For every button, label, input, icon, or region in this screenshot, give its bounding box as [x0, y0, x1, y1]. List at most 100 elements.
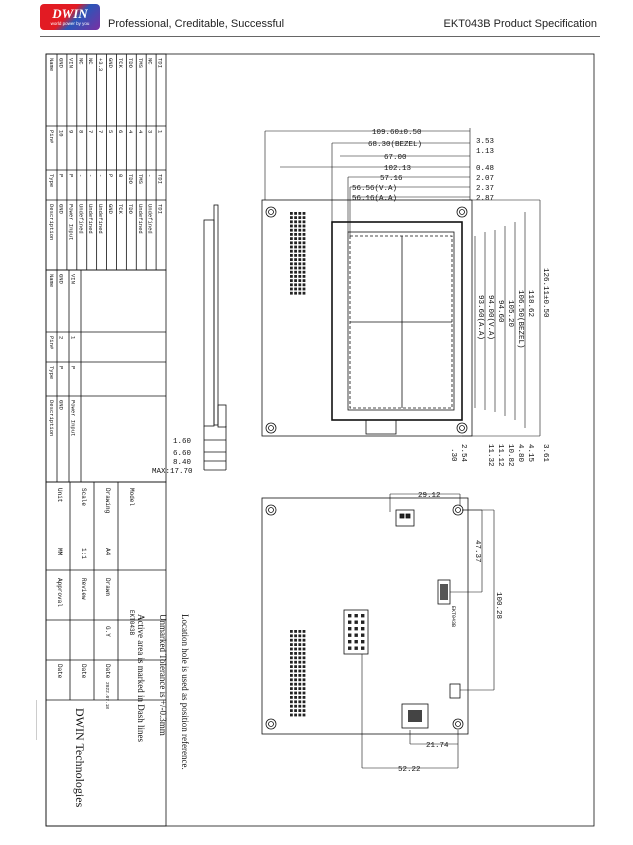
connector-pin [294, 212, 297, 215]
pin-table-1-cell: TDO [127, 58, 134, 69]
connector-pin [354, 627, 358, 631]
connector-pin [298, 696, 302, 699]
dim-bot-4737: 47.37 [473, 540, 481, 563]
dim-side-max: MAX:17.70 [152, 468, 193, 476]
connector-pin [302, 254, 306, 257]
connector-pin [294, 656, 297, 660]
tb-drawing-label: Drawing [104, 488, 111, 514]
tb-scale-label: Scale [80, 488, 87, 506]
connector-pin [290, 682, 293, 686]
connector-pin [294, 258, 297, 261]
dim-b480: 4.80 [516, 444, 524, 463]
pin-table-1-cell: 8 [77, 130, 84, 133]
connector-pin [294, 241, 297, 245]
dim-w102: 102.13 [384, 165, 412, 173]
connector-pin [294, 700, 297, 704]
dim-b254: 2.54 [459, 444, 467, 463]
dim-b1132: 11.32 [486, 444, 494, 467]
connector-pin [294, 233, 297, 236]
connector-pin [290, 665, 293, 668]
connector-pin [290, 233, 293, 236]
connector-pin [298, 262, 302, 266]
connector-pin [302, 660, 306, 664]
pin-table-1-cell: NC [77, 58, 84, 65]
connector-pin [298, 713, 302, 717]
connector-pin [302, 674, 306, 677]
pin-table-1-cell: P [58, 174, 65, 177]
pin-table-1-cell: Undefined [137, 204, 144, 234]
connector-pin [298, 652, 302, 655]
connector-pin [294, 669, 297, 673]
connector-pin [354, 614, 358, 618]
connector-pin [290, 652, 293, 655]
connector-pin [361, 620, 365, 624]
pin-table-1-cell: 5 [107, 130, 114, 133]
dim-b361: 3.61 [541, 444, 549, 463]
connector-pin [298, 634, 302, 638]
connector-pin [302, 212, 306, 215]
pin-table-1-cell: 3 [147, 130, 154, 133]
pin-table-1-cell: 4 [127, 130, 134, 134]
connector-pin [298, 249, 302, 253]
connector-pin [290, 704, 293, 708]
dim-bot-5222: 52.22 [398, 766, 421, 774]
connector-pin [302, 291, 306, 295]
connector-pin [298, 669, 302, 673]
connector-pin [290, 237, 293, 240]
connector-pin [290, 643, 293, 646]
tb-review-label: Review [80, 578, 87, 600]
dim-r287: 2.87 [476, 195, 494, 203]
connector-pin [290, 291, 293, 295]
pin-table-2-cell: GND [58, 400, 65, 411]
connector-pin [361, 614, 365, 618]
connector-pin [361, 627, 365, 631]
connector-pin [302, 279, 306, 282]
pin-table-1-cell: - [87, 174, 94, 177]
connector-pin [302, 696, 306, 699]
document-title: EKT043B Product Specification [443, 18, 597, 30]
connector-pin [354, 633, 358, 637]
connector-pin [290, 638, 293, 642]
dim-side-840: 8.40 [173, 459, 192, 467]
logo-subtext: world power by you [50, 21, 90, 26]
connector-pin [302, 634, 306, 638]
header-divider [40, 36, 600, 37]
connector-pin [294, 220, 297, 224]
connector-pin [294, 678, 297, 682]
pin-table-1-cell: TDI [157, 204, 164, 214]
connector-pin [302, 266, 306, 270]
pin-table-1-cell: 0 [117, 174, 124, 177]
dim-b030: .30 [449, 448, 457, 462]
connector-pin [290, 647, 293, 651]
connector-pin [302, 700, 306, 704]
connector-pin [290, 630, 293, 633]
pin-table-1-cell: NC [87, 58, 94, 65]
dim-h94: 94.60 [496, 300, 504, 323]
connector-pin [302, 713, 306, 717]
connector-pin [361, 640, 365, 644]
note-1: Location hole is used as position refere… [180, 614, 190, 770]
connector-pin [294, 228, 297, 232]
connector-pin [294, 634, 297, 638]
connector-pin [302, 656, 306, 660]
back-view-pcb: 29.12 47.37 100.28 21.74 52.22 EKT043B [261, 492, 502, 774]
connector-pin [298, 691, 302, 695]
pin-table-1-header: Type [48, 174, 55, 187]
connector-pin [348, 614, 352, 618]
connector-pin [294, 270, 297, 274]
dim-aa-height: 93.60(A.A) [476, 295, 484, 340]
pin-table-1-cell: 7 [87, 130, 94, 133]
connector-pin [302, 687, 306, 690]
tb-drawn-value: G.Y [104, 626, 111, 637]
pin-table-1-cell: GND [58, 58, 65, 69]
connector-pin [298, 643, 302, 646]
pin-table-1-cell: 4 [137, 130, 144, 134]
connector-pin [298, 266, 302, 270]
connector-pin [302, 630, 306, 633]
connector-pin [302, 678, 306, 682]
connector-pin [298, 237, 302, 240]
connector-pin [294, 696, 297, 699]
connector-pin [298, 216, 302, 219]
tb-date-label-3: Date [56, 664, 63, 679]
